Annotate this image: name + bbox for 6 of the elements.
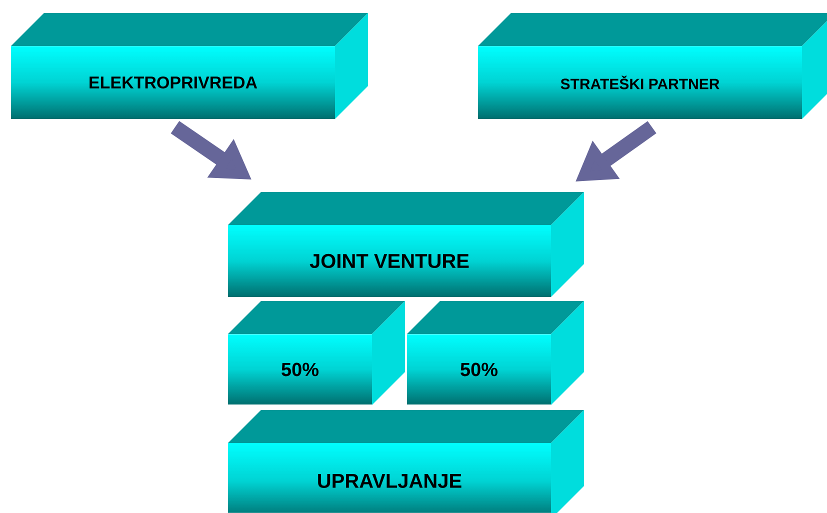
block-3d: 50% [407,301,584,405]
block-3d: UPRAVLJANJE [228,410,584,513]
block-3d: 50% [228,301,405,405]
block-3d: STRATEŠKI PARTNER [478,13,827,119]
block-3d: JOINT VENTURE [228,192,584,297]
block-3d: ELEKTROPRIVREDA [11,13,368,119]
